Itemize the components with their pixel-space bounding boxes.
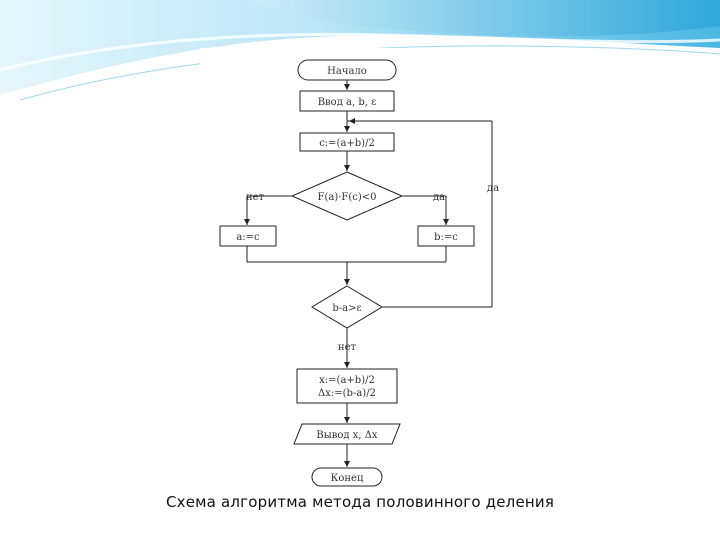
slide-caption: Схема алгоритма метода половинного делен…	[165, 493, 555, 511]
loop-condition-label: b-a>ε	[332, 303, 361, 314]
branch-yes-label: да	[433, 192, 445, 203]
output-label: Вывод x, Δx	[316, 430, 378, 441]
diagram-background	[200, 48, 520, 496]
end-terminal	[311, 467, 383, 487]
banner-highlight	[0, 32, 720, 72]
midpoint-label: c:=(a+b)/2	[319, 138, 375, 149]
banner-wave-front	[250, 0, 720, 37]
assign-a-block	[219, 225, 277, 247]
result-line1: x:=(a+b)/2	[319, 375, 375, 386]
input-label: Ввод a, b, ε	[318, 97, 377, 108]
result-line2: Δx:=(b-a)/2	[318, 388, 376, 399]
start-label: Начало	[327, 66, 367, 77]
result-block	[296, 368, 398, 404]
loop-yes-label: да	[487, 183, 499, 194]
loop-no-label: нет	[338, 342, 357, 353]
end-label: Конец	[331, 473, 364, 484]
output-parallelogram	[293, 423, 401, 445]
assign-b-label: b:=c	[434, 232, 458, 243]
assign-a-label: a:=c	[236, 232, 260, 243]
condition-diamond	[290, 171, 404, 221]
branch-no-label: нет	[246, 192, 265, 203]
decorative-banner	[0, 0, 720, 101]
condition-label: F(a)·F(c)<0	[318, 192, 377, 203]
banner-thin-line	[19, 45, 720, 101]
